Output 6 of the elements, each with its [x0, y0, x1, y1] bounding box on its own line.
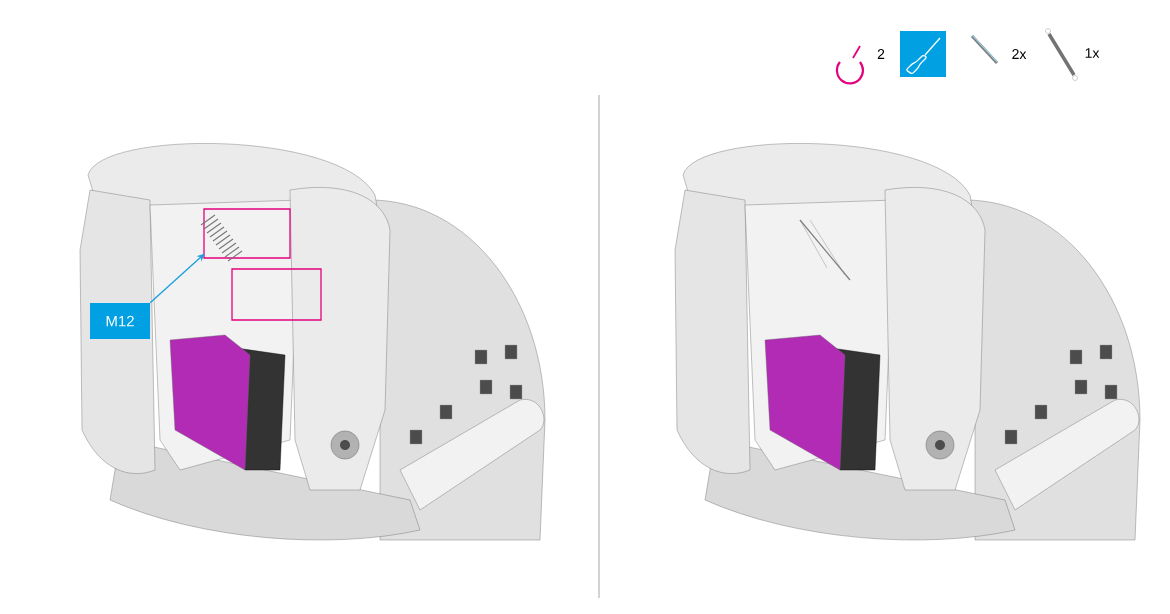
callout-box: M12: [90, 303, 150, 339]
spring-drawing: [200, 214, 243, 262]
quantity-label: 1x: [1085, 48, 1100, 58]
quantity-label: 2: [877, 49, 885, 59]
quantity-label: 2x: [1012, 49, 1027, 59]
leader-line: [149, 253, 205, 304]
